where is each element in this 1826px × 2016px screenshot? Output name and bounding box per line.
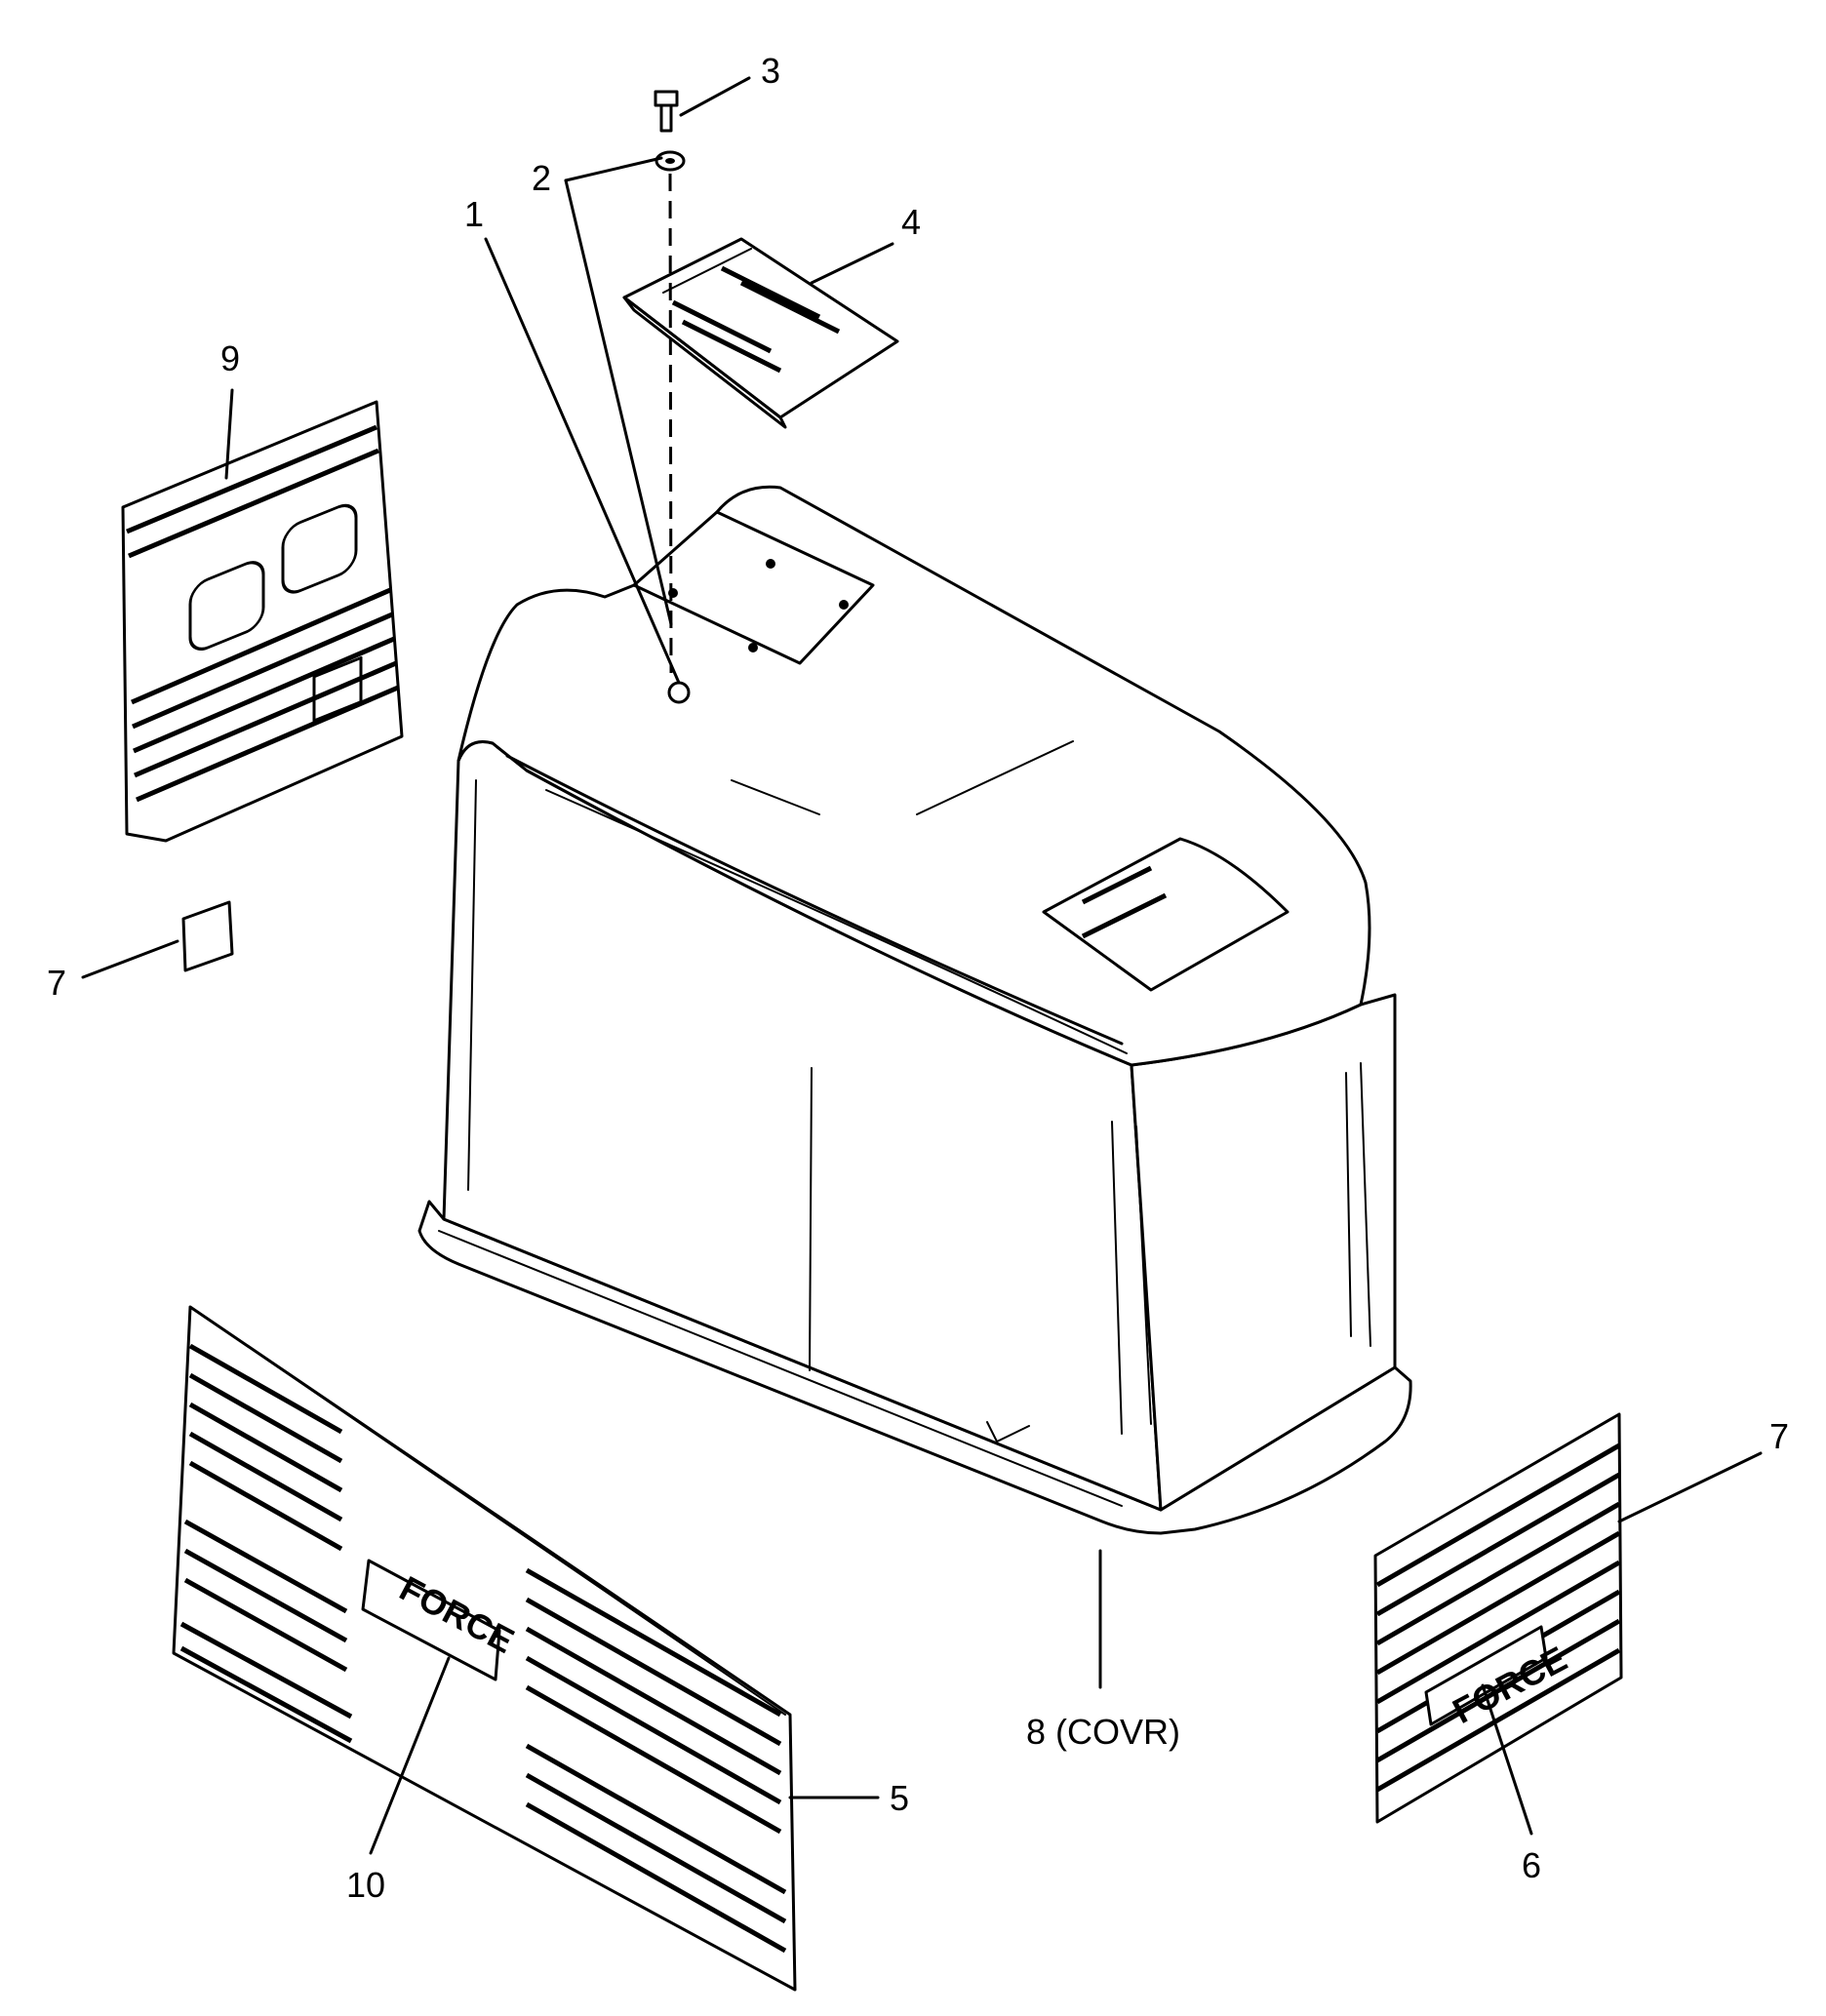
decal-5-stripes-left [179,1343,353,1744]
washer [655,150,686,172]
callout-10: 10 [346,1865,385,1905]
callout-9: 9 [220,338,240,378]
decal-9-numerals [188,503,358,651]
decal-7-small [181,900,234,972]
screw [654,90,679,133]
callout-3: 3 [761,51,780,91]
callout-7-left: 7 [47,963,66,1003]
callout-7-right: 7 [1769,1416,1789,1456]
decal-5-stripes-right [525,1567,787,1954]
callout-2: 2 [532,158,551,198]
callout-6: 6 [1522,1845,1541,1885]
decal-9-stripes [126,424,399,803]
top-plate [622,237,899,429]
callout-1: 1 [464,194,484,234]
callout-5: 5 [890,1778,909,1818]
callout-8: 8 (COVR) [1026,1712,1180,1752]
decal-9-model-text: 90 [0,0,2,1]
callout-labels: 3 2 1 4 9 7 7 8 (COVR) 5 10 6 [47,51,1789,1905]
leader-lines [81,76,1763,1855]
fastener-axis [668,173,673,674]
decal-7-rear-stripes [1375,1443,1621,1793]
decal-7-rear [1373,1412,1623,1824]
callout-4: 4 [901,202,921,242]
decal-9: 90 [0,0,404,843]
engine-cover [417,485,1412,1535]
